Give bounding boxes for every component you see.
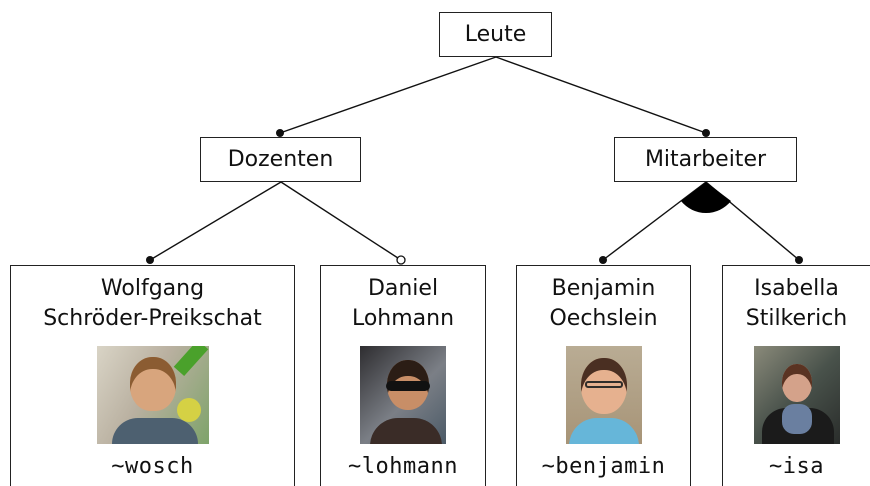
edge-dozenten-lohmann (280, 181, 402, 261)
person-name-benjamin: Benjamin Oechslein (517, 274, 690, 334)
person-name-line1: Isabella (754, 276, 839, 301)
mandatory-marker-benjamin (599, 256, 607, 264)
group-label-dozenten: Dozenten (227, 146, 334, 172)
portrait-head-shape (129, 357, 176, 411)
login-handle: ~wosch (111, 454, 194, 479)
person-name-line2: Stilkerich (745, 306, 848, 331)
login-handle: ~benjamin (541, 454, 666, 479)
portrait-image (753, 346, 840, 444)
edge-mitarbeiter-benjamin (602, 181, 707, 261)
person-name-line2: Schröder-Preikschat (43, 306, 262, 331)
portrait-body-shape (568, 418, 639, 444)
portrait-image (565, 346, 642, 444)
person-card-wosch: Wolfgang Schröder-Preikschat ~wosch (10, 265, 295, 486)
portrait-head-shape (781, 364, 812, 402)
scarf-shape (781, 404, 812, 434)
portrait-body-shape (370, 418, 442, 444)
edge-dozenten-wosch (149, 181, 282, 261)
mandatory-marker-wosch (146, 256, 154, 264)
edge-leute-dozenten (279, 56, 497, 134)
portrait-image (360, 346, 446, 444)
person-name-wosch: Wolfgang Schröder-Preikschat (11, 274, 294, 334)
person-name-line1: Wolfgang (100, 276, 205, 301)
portrait-image (96, 346, 209, 444)
person-name-line1: Daniel (367, 276, 439, 301)
person-card-benjamin: Benjamin Oechslein ~benjamin (516, 265, 691, 486)
sunglasses-shape (386, 381, 430, 391)
portrait-body-shape (111, 418, 198, 444)
person-card-lohmann: Daniel Lohmann ~lohmann (320, 265, 486, 486)
root-node-leute: Leute (439, 12, 552, 57)
group-node-dozenten: Dozenten (200, 137, 361, 182)
login-handle: ~lohmann (348, 454, 458, 479)
person-card-isa: Isabella Stilkerich ~isa (722, 265, 870, 486)
optional-marker-lohmann (396, 255, 406, 265)
person-name-line1: Benjamin (551, 276, 656, 301)
person-name-isa: Isabella Stilkerich (723, 274, 870, 334)
group-node-mitarbeiter: Mitarbeiter (614, 137, 797, 182)
person-name-lohmann: Daniel Lohmann (321, 274, 485, 334)
login-handle: ~isa (769, 454, 824, 479)
mandatory-marker-isa (795, 256, 803, 264)
mandatory-marker-dozenten (276, 129, 284, 137)
group-label-mitarbeiter: Mitarbeiter (644, 146, 767, 172)
alternative-group-arc (681, 182, 731, 214)
mandatory-marker-mitarbeiter (702, 129, 710, 137)
edge-leute-mitarbeiter (495, 56, 707, 134)
person-name-line2: Oechslein (549, 306, 658, 331)
glasses-shape (584, 381, 623, 388)
person-name-line2: Lohmann (351, 306, 455, 331)
root-label: Leute (464, 21, 527, 47)
